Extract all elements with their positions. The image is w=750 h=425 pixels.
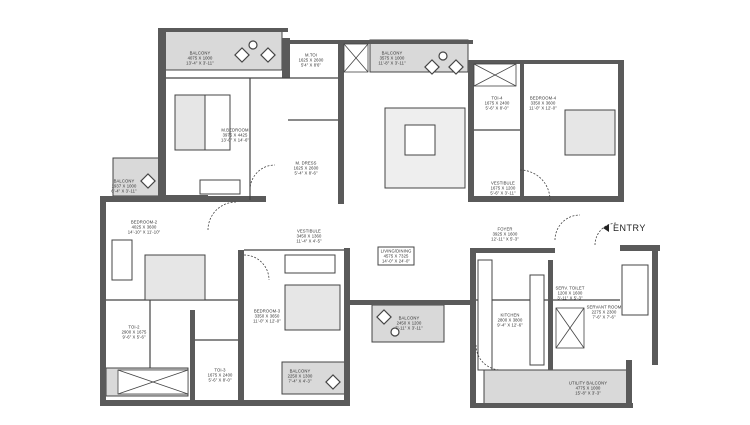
room-name: SERVANT ROOM: [586, 304, 622, 310]
room-name: VESTIBULE: [297, 228, 321, 234]
room-name: VESTIBULE: [491, 180, 515, 186]
room-label-vestibule-2: VESTIBULE 3450 X 1360 11'-4" X 4'-5": [296, 229, 321, 244]
room-name: KITCHEN: [500, 312, 520, 318]
room-imperial: 14'-10" X 11'-10": [127, 229, 161, 235]
room-imperial: 13'-4" X 3'-11": [186, 60, 214, 66]
room-imperial: 7'-6" X 7'-6": [592, 314, 616, 320]
entry-label: ENTRY: [613, 223, 646, 233]
room-label-bedroom-4: BEDROOM-4 3350 X 3600 11'-0" X 12'-0": [529, 96, 557, 111]
room-imperial: 5'4" X 8'6": [300, 62, 322, 68]
room-name: BALCONY: [381, 50, 403, 56]
room-metric: 3350 X 3650: [254, 313, 280, 319]
balcony-chairs: [140, 40, 464, 390]
room-label-m-dress: M. DRESS 1625 X 2600 5'-4" X 8'-6": [294, 161, 319, 176]
room-name: BEDROOM-3: [253, 308, 281, 314]
room-imperial: 5'-6" X 8'-0": [208, 377, 232, 383]
entry-marker: ENTRY: [603, 223, 646, 233]
room-name: BALCONY: [289, 368, 311, 374]
room-name: BALCONY: [398, 315, 420, 321]
room-name: TOI-3: [214, 367, 226, 373]
room-label-bedroom-3: BEDROOM-3 3350 X 3650 11'-0" X 12'-0": [253, 309, 281, 324]
room-metric: 4025 X 3600: [131, 224, 157, 230]
furniture: [111, 94, 649, 371]
room-imperial: 11'-4" X 4'-5": [296, 238, 322, 244]
room-name: BALCONY: [189, 50, 211, 56]
entry-arrow-icon: [603, 224, 609, 232]
room-imperial: 5'-6" X 3'-11": [490, 190, 516, 196]
room-label-mtoi: M.TOI 1625 X 2600 5'4" X 8'6": [299, 53, 324, 68]
room-metric: 2900 X 1675: [121, 329, 147, 335]
room-label-m-bedroom: M.BEDROOM 3975 X 4425 13'-0" X 14'-6": [221, 128, 249, 143]
room-label-living-dining: LIVING/DINING 4575 X 7325 14'-0" X 24'-0…: [381, 249, 412, 264]
room-metric: 1675 X 1200: [490, 185, 516, 191]
room-imperial: 13'-0" X 14'-6": [221, 137, 249, 143]
room-imperial: 5'-6" X 8'-0": [485, 105, 509, 111]
room-label-balcony-3: BALCONY 1937 X 1000 6'-4" X 3'-11": [111, 179, 136, 194]
room-imperial: 11'-0" X 12'-0": [529, 105, 557, 111]
room-name: TOI-2: [128, 324, 140, 330]
room-metric: 2800 X 3800: [497, 317, 523, 323]
room-imperial: 5'-4" X 8'-6": [294, 170, 318, 176]
room-imperial: 6'-4" X 3'-11": [111, 188, 137, 194]
room-metric: 2250 X 1300: [287, 373, 313, 379]
room-label-vestibule-1: VESTIBULE 1675 X 1200 5'-6" X 3'-11": [490, 181, 515, 196]
room-label-balcony-1: BALCONY 4075 X 1000 13'-4" X 3'-11": [186, 51, 214, 66]
room-name: BEDROOM-2: [130, 219, 158, 225]
room-label-balcony-2: BALCONY 3575 X 1000 11'-8" X 3'-11": [378, 51, 405, 66]
door-swings: [207, 164, 618, 371]
room-name: FOYER: [497, 226, 513, 232]
room-label-foyer: FOYER 3925 X 1600 12'-11" X 5'-3": [491, 227, 519, 242]
room-metric: 3575 X 1000: [379, 55, 405, 61]
room-metric: 4775 X 1000: [575, 385, 601, 391]
room-imperial: 7'-4" X 4'-3": [288, 378, 312, 384]
room-name: M.TOI: [304, 52, 318, 58]
room-metric: 2450 X 1200: [396, 320, 422, 326]
room-label-kitchen: KITCHEN 2800 X 3800 9'-4" X 12'-6": [497, 313, 523, 328]
room-metric: 3350 X 3600: [530, 100, 556, 106]
room-name: UTILITY BALCONY: [568, 380, 608, 386]
room-label-servant-room: SERVANT ROOM 2275 X 2300 7'-6" X 7'-6": [587, 305, 622, 320]
room-label-balcony-5: BALCONY 2250 X 1300 7'-4" X 4'-3": [288, 369, 313, 384]
shafts: [117, 43, 585, 395]
room-imperial: 7'-11" X 3'-11": [395, 325, 423, 331]
room-metric: 1675 X 2400: [207, 372, 233, 378]
room-name: BALCONY: [113, 178, 135, 184]
room-label-toi-2: TOI-2 2900 X 1675 9'-6" X 5'-6": [122, 325, 147, 340]
room-label-serv-toilet: SERV. TOILET 1200 X 1600 3'-11" X 5'-3": [556, 286, 585, 301]
room-metric: 4575 X 7325: [383, 253, 409, 259]
room-label-balcony-4: BALCONY 2450 X 1200 7'-11" X 3'-11": [395, 316, 422, 331]
room-imperial: 15'-8" X 3'-3": [575, 390, 601, 396]
room-imperial: 3'-11" X 5'-3": [557, 295, 583, 301]
room-label-utility-balcony: UTILITY BALCONY 4775 X 1000 15'-8" X 3'-…: [569, 381, 607, 396]
room-imperial: 11'-0" X 12'-0": [253, 318, 281, 324]
room-name: LIVING/DINING: [380, 248, 412, 254]
room-name: M.BEDROOM: [221, 127, 249, 133]
room-imperial: 14'-0" X 24'-0": [382, 258, 410, 264]
room-imperial: 9'-6" X 5'-6": [122, 334, 146, 340]
room-metric: 1625 X 2600: [293, 165, 319, 171]
room-imperial: 11'-8" X 3'-11": [378, 60, 406, 66]
room-metric: 4075 X 1000: [187, 55, 213, 61]
room-metric: 1675 X 2400: [484, 100, 510, 106]
room-label-toi-4: TOI-4 1675 X 2400 5'-6" X 8'-0": [485, 96, 510, 111]
room-metric: 1625 X 2600: [298, 57, 324, 63]
room-metric: 1200 X 1600: [557, 290, 583, 296]
room-name: TOI-4: [491, 95, 503, 101]
room-label-bedroom-2: BEDROOM-2 4025 X 3600 14'-10" X 11'-10": [128, 220, 161, 235]
room-name: BEDROOM-4: [529, 95, 557, 101]
room-metric: 3925 X 1600: [492, 231, 518, 237]
room-metric: 1937 X 1000: [111, 183, 137, 189]
room-metric: 2275 X 2300: [591, 309, 617, 315]
room-imperial: 9'-4" X 12'-6": [497, 322, 523, 328]
room-metric: 3975 X 4425: [222, 132, 248, 138]
walls: [100, 28, 660, 408]
room-metric: 3450 X 1360: [296, 233, 322, 239]
room-name: M. DRESS: [295, 160, 317, 166]
room-label-toi-3: TOI-3 1675 X 2400 5'-6" X 8'-0": [208, 368, 233, 383]
room-imperial: 12'-11" X 5'-3": [491, 236, 519, 242]
room-name: SERV. TOILET: [555, 285, 585, 291]
